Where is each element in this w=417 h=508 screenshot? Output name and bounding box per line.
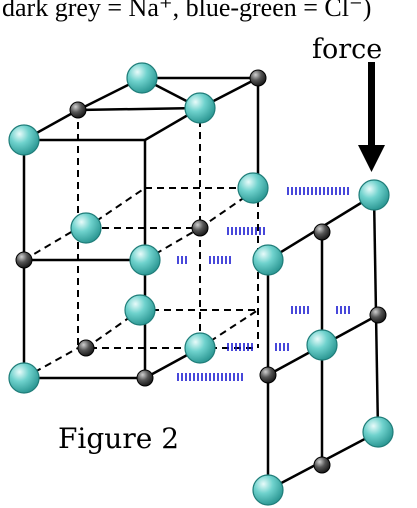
- cl-ion: [306, 329, 338, 361]
- na-ion: [15, 251, 33, 269]
- repulsion-mark-group: [336, 306, 350, 314]
- na-ion: [77, 339, 95, 357]
- repulsion-mark-group: [291, 306, 309, 314]
- cl-ion: [8, 362, 40, 394]
- cl-ion: [252, 244, 284, 276]
- repulsion-mark-group: [275, 343, 289, 351]
- down-arrow-icon: [358, 62, 385, 172]
- cl-ion: [124, 294, 156, 326]
- repulsion-mark-group: [227, 227, 265, 235]
- cl-ion: [184, 332, 216, 364]
- repulsion-mark-group: [177, 256, 187, 264]
- na-ion: [259, 366, 277, 384]
- figure-caption: Figure 2: [58, 422, 179, 455]
- na-ion: [191, 219, 209, 237]
- repulsion-mark-group: [227, 343, 253, 351]
- cl-ion: [126, 62, 158, 94]
- cl-ion: [8, 124, 40, 156]
- legend-text: dark grey = Na⁺, blue-green = Cl⁻): [2, 0, 371, 22]
- na-ion: [69, 101, 87, 119]
- na-ion: [313, 223, 331, 241]
- left-ions: [8, 62, 269, 394]
- repulsion-marks: [177, 187, 350, 381]
- cl-ion: [252, 474, 284, 506]
- cl-ion: [237, 172, 269, 204]
- left-lattice-hidden-edges: [23, 108, 259, 379]
- repulsion-mark-group: [287, 187, 349, 195]
- right-ions: [252, 179, 394, 506]
- cl-ion: [362, 416, 394, 448]
- na-ion: [313, 456, 331, 474]
- na-ion: [136, 369, 154, 387]
- cl-ion: [358, 179, 390, 211]
- na-ion: [249, 69, 267, 87]
- cl-ion: [184, 92, 216, 124]
- force-label: force: [312, 34, 382, 65]
- na-ion: [369, 306, 387, 324]
- cl-ion: [129, 244, 161, 276]
- repulsion-mark-group: [177, 373, 243, 381]
- repulsion-mark-group: [209, 256, 231, 264]
- cl-ion: [70, 212, 102, 244]
